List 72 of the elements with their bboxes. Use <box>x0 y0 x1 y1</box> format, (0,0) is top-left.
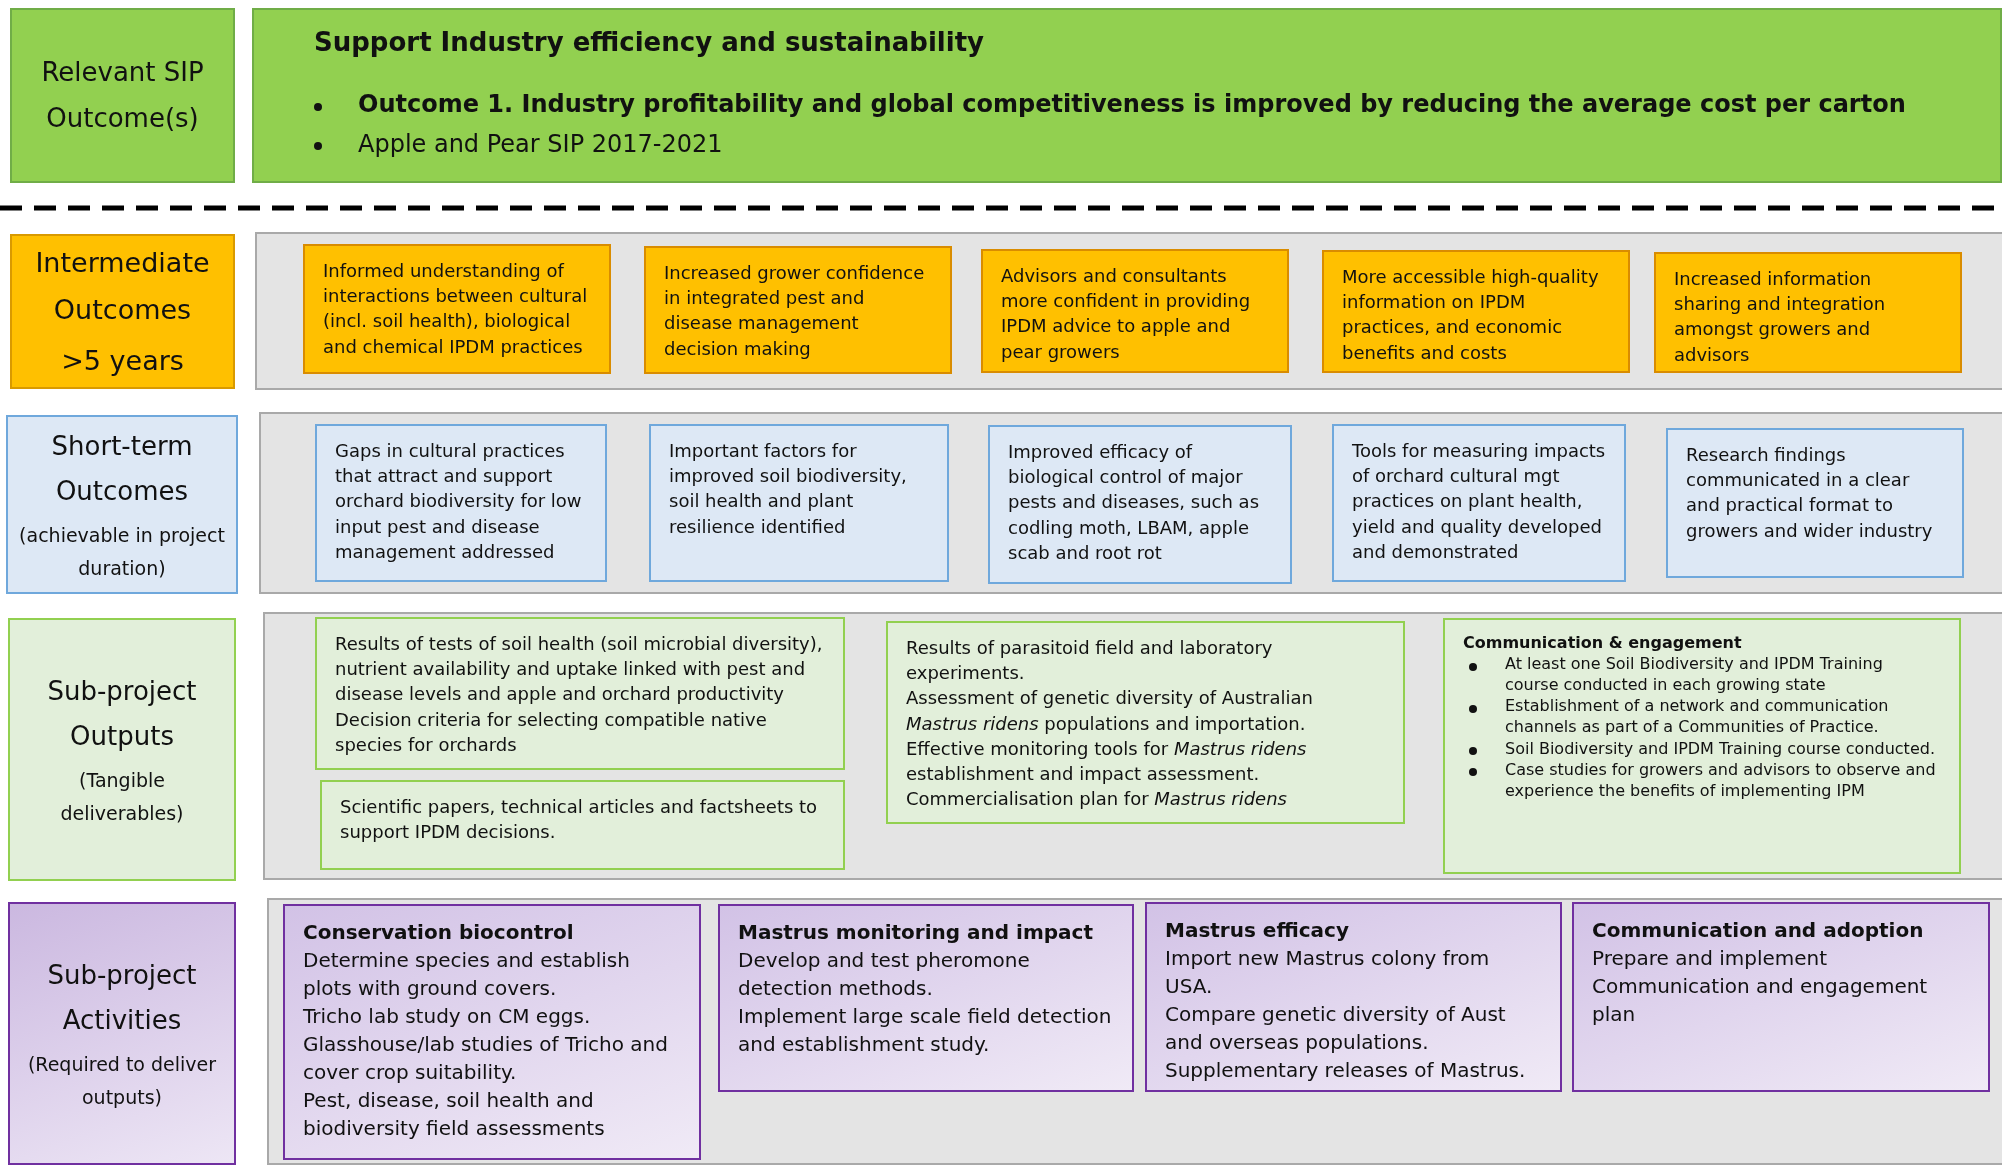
box-text: Increased information sharing and integration amongst growers and advisors <box>1674 267 1887 367</box>
box-text: Commercialisation plan for Mastrus ridens <box>906 787 1288 812</box>
outcome-box <box>315 617 845 770</box>
outcome-box <box>303 244 611 374</box>
row-title: Relevant SIP Outcome(s) <box>40 56 205 135</box>
box-text: Assessment of genetic diversity of Australian Mastrus ridens populations and importation. <box>906 686 1314 736</box>
box-text: Compare genetic diversity of Aust and overseas populations. <box>1165 1001 1507 1056</box>
row-subtitle: >5 years <box>61 344 184 379</box>
box-text: Case studies for growers and advisors to observe and experience the benefits of implementing IPM <box>1505 758 1937 801</box>
box-text: Apple and Pear SIP 2017-2021 <box>358 129 723 160</box>
box-text: Determine species and establish plots with ground covers. <box>303 947 631 1002</box>
outcome-box <box>644 246 952 374</box>
box-text: Gaps in cultural practices that attract and support orchard biodiversity for low input pest and disease management addressed <box>335 439 583 564</box>
box-heading: Mastrus monitoring and impact <box>738 919 1094 946</box>
box-text: More accessible high-quality information on IPDM practices, and economic benefits and costs <box>1342 265 1600 365</box>
outcome-box <box>1322 250 1630 373</box>
box-text: Research findings communicated in a clear and practical format to growers and wider industry <box>1686 443 1934 543</box>
box-text: Important factors for improved soil biodiversity, soil health and plant resilience identified <box>669 439 908 539</box>
outcome-box <box>252 8 2002 183</box>
outcome-box <box>1654 252 1962 373</box>
outcome-box <box>988 425 1292 584</box>
box-text: Results of tests of soil health (soil microbial diversity), nutrient availability and uptake linked with pest and disease levels and apple and orchard productivity <box>335 632 824 707</box>
box-heading: Communication & engagement <box>1463 632 1743 654</box>
box-text: Tools for measuring impacts of orchard cultural mgt practices on plant health, yield and quality developed and demonstrated <box>1352 439 1606 564</box>
outcome-box <box>649 424 949 582</box>
row-subtitle: (achievable in project duration) <box>18 522 226 581</box>
row-header-box <box>10 8 235 183</box>
box-text: Glasshouse/lab studies of Tricho and cover crop suitability. <box>303 1031 669 1086</box>
box-text: Prepare and implement Communication and engagement plan <box>1592 945 1929 1028</box>
box-heading: Outcome 1. Industry profitability and global competitiveness is improved by reducing the average cost per carton <box>358 89 1906 121</box>
box-text: Tricho lab study on CM eggs. <box>303 1003 592 1030</box>
outcome-box <box>886 621 1405 824</box>
outcome-box <box>1443 618 1961 874</box>
row-header-box <box>8 902 236 1165</box>
row-header-box <box>6 415 238 594</box>
box-text: Decision criteria for selecting compatible native species for orchards <box>335 707 768 757</box>
row-subtitle: (Tangible deliverables) <box>59 767 185 826</box>
row-title: Sub-project Outputs <box>46 674 198 754</box>
outcome-box <box>283 904 701 1160</box>
box-text: At least one Soil Biodiversity and IPDM Training course conducted in each growing state <box>1505 653 1884 696</box>
box-text: Informed understanding of interactions between cultural (incl. soil health), biological and chemical IPDM practices <box>323 259 589 359</box>
outcome-box <box>320 780 845 870</box>
outcome-box <box>981 249 1289 373</box>
box-text: Increased grower confidence in integrated pest and disease management decision making <box>664 261 926 361</box>
box-heading: Mastrus efficacy <box>1165 917 1350 944</box>
box-text: Import new Mastrus colony from USA. <box>1165 945 1491 1000</box>
box-text: Develop and test pheromone detection methods. <box>738 947 1031 1002</box>
row-title: Sub-project Activities <box>46 958 198 1038</box>
outcome-box <box>315 424 607 582</box>
box-text: Effective monitoring tools for Mastrus ridens establishment and impact assessment. <box>906 736 1308 786</box>
outcome-box <box>718 904 1134 1092</box>
outcome-box <box>1572 902 1990 1092</box>
box-text: Supplementary releases of Mastrus. <box>1165 1057 1527 1084</box>
box-text: Results of parasitoid field and laboratory experiments. <box>906 636 1274 686</box>
row-header-box <box>10 234 235 389</box>
box-text: Soil Biodiversity and IPDM Training course conducted. <box>1505 737 1935 759</box>
box-heading: Conservation biocontrol <box>303 919 575 946</box>
box-text: Pest, disease, soil health and biodiversity field assessments <box>303 1087 606 1142</box>
row-title: Short-term Outcomes <box>50 429 194 509</box>
box-text: Implement large scale field detection and establishment study. <box>738 1003 1113 1058</box>
outcome-box <box>1666 428 1964 578</box>
outcome-box <box>1145 902 1562 1092</box>
box-text: Establishment of a network and communication channels as part of a Communities of Practice. <box>1505 695 1890 738</box>
box-text: Advisors and consultants more confident in providing IPDM advice to apple and pear growers <box>1001 264 1252 364</box>
box-text: Scientific papers, technical articles and factsheets to support IPDM decisions. <box>340 795 819 845</box>
row-title: Intermediate Outcomes <box>34 245 211 327</box>
row-subtitle: (Required to deliver outputs) <box>26 1051 218 1110</box>
box-heading: Communication and adoption <box>1592 917 1925 944</box>
outcome-box <box>1332 424 1626 582</box>
box-text: Improved efficacy of biological control of major pests and diseases, such as codling moth, LBAM, apple scab and root rot <box>1008 440 1261 565</box>
box-heading: Support Industry efficiency and sustainability <box>314 26 985 59</box>
row-header-box <box>8 618 236 881</box>
